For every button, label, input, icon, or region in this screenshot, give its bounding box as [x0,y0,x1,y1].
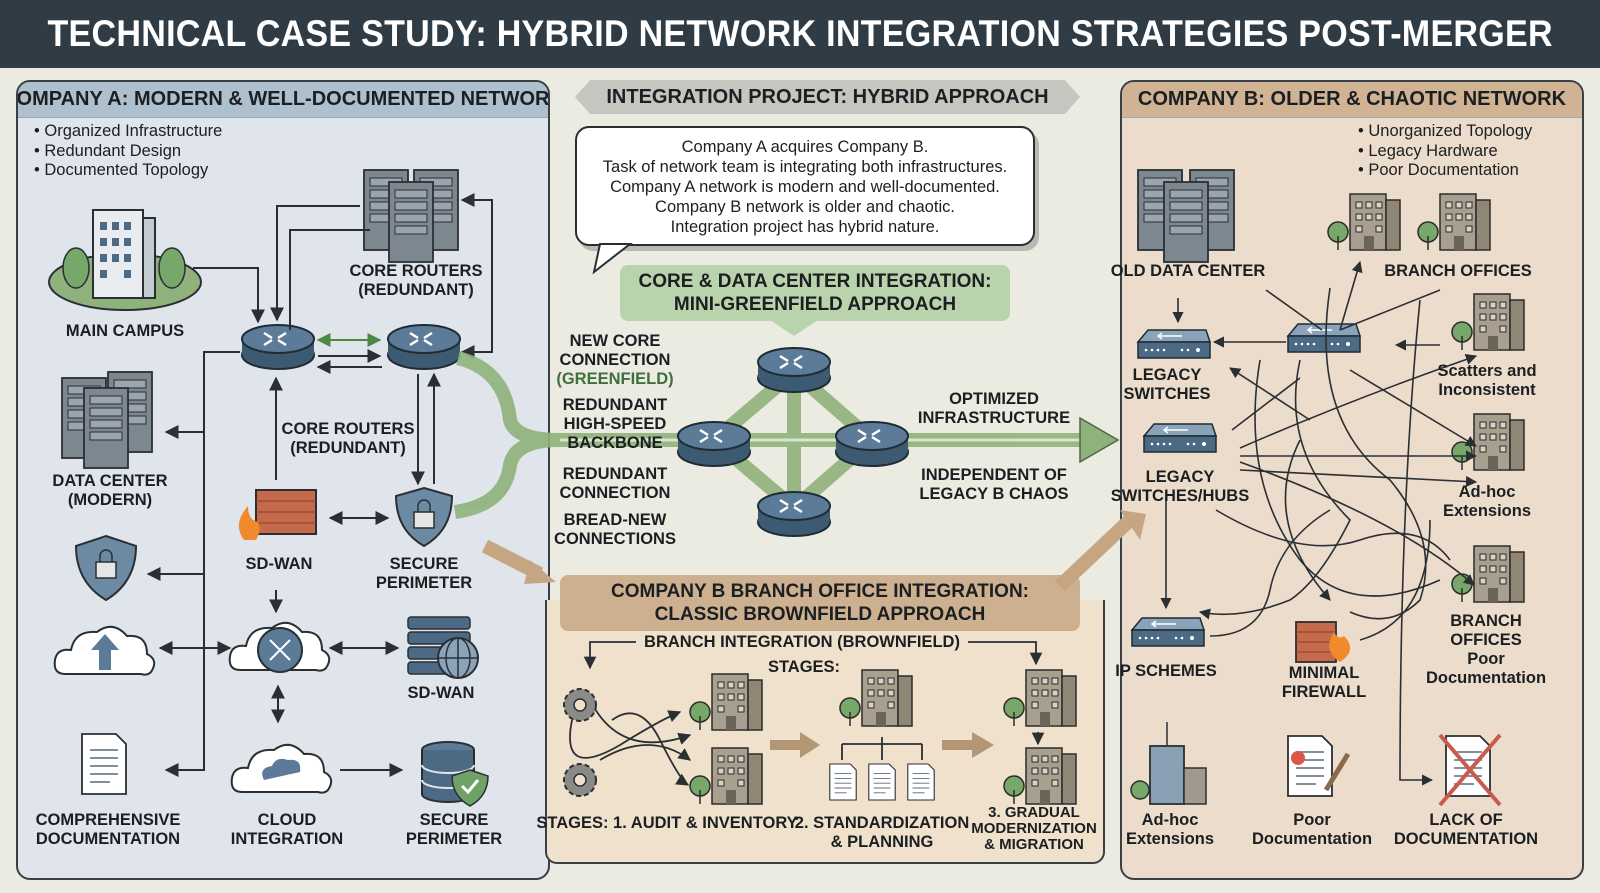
label-branch-offices-top: BRANCH OFFICES [1384,262,1532,280]
speech-line: Company B network is older and chaotic. [655,198,955,216]
speech-line: Company A acquires Company B. [681,138,929,156]
speech-line: Task of network team is integrating both… [602,158,1008,176]
label-data-center: DATA CENTER(MODERN) [52,472,168,509]
label-sd-wan-firewall: SD-WAN [245,555,313,573]
bullet: Legacy Hardware [1358,142,1532,162]
bullet: Documented Topology [34,161,222,181]
label-stages: STAGES: [767,658,841,676]
label-old-data-center: OLD DATA CENTER [1110,262,1266,280]
label-stage-2: 2. STANDARDIZATION& PLANNING [794,814,970,851]
brownfield-title-box: COMPANY B BRANCH OFFICE INTEGRATION: CLA… [560,575,1080,631]
company-a-bullets: Organized Infrastructure Redundant Desig… [34,122,222,181]
label-core-routers-mid: CORE ROUTERS(REDUNDANT) [281,420,415,457]
router-icon [676,420,752,468]
label-stage-1: STAGES: 1. AUDIT & INVENTORY [536,814,798,832]
label-main-campus: MAIN CAMPUS [65,322,185,340]
speech-line: Company A network is modern and well-doc… [610,178,1000,196]
router-icon [834,420,910,468]
speech-line: Integration project has hybrid nature. [670,218,940,236]
router-icon [756,346,832,394]
page-header: TECHNICAL CASE STUDY: HYBRID NETWORK INT… [0,0,1600,68]
label-sd-wan-server: SD-WAN [407,684,475,702]
bullet: Redundant Design [34,142,222,162]
company-a-title: COMPANY A: MODERN & WELL-DOCUMENTED NETW… [18,82,548,118]
brownfield-title-line: COMPANY B BRANCH OFFICE INTEGRATION: [611,581,1029,602]
greenfield-title-line: CORE & DATA CENTER INTEGRATION: [638,271,992,292]
greenfield-title-box: CORE & DATA CENTER INTEGRATION: MINI-GRE… [620,265,1010,321]
router-icon [756,490,832,538]
company-b-bullets: Unorganized Topology Legacy Hardware Poo… [1358,122,1532,181]
speech-bubble: Company A acquires Company B. Task of ne… [575,126,1035,246]
bullet: Poor Documentation [1358,161,1532,181]
label-ip-schemes: IP SCHEMES [1115,662,1217,680]
label-branch-integration: BRANCH INTEGRATION (BROWNFIELD) [644,633,960,651]
brownfield-title-line: CLASSIC BROWNFIELD APPROACH [654,604,986,625]
label-core-routers-top: CORE ROUTERS(REDUNDANT) [349,262,483,299]
bullet: Unorganized Topology [1358,122,1532,142]
optimized-arrow-icon [1079,416,1120,464]
greenfield-title-line: MINI-GREENFIELD APPROACH [673,294,957,315]
bullet: Organized Infrastructure [34,122,222,142]
page-title: TECHNICAL CASE STUDY: HYBRID NETWORK INT… [47,13,1553,54]
company-b-title: COMPANY B: OLDER & CHAOTIC NETWORK [1122,82,1582,118]
integration-banner: INTEGRATION PROJECT: HYBRID APPROACH [575,80,1080,114]
